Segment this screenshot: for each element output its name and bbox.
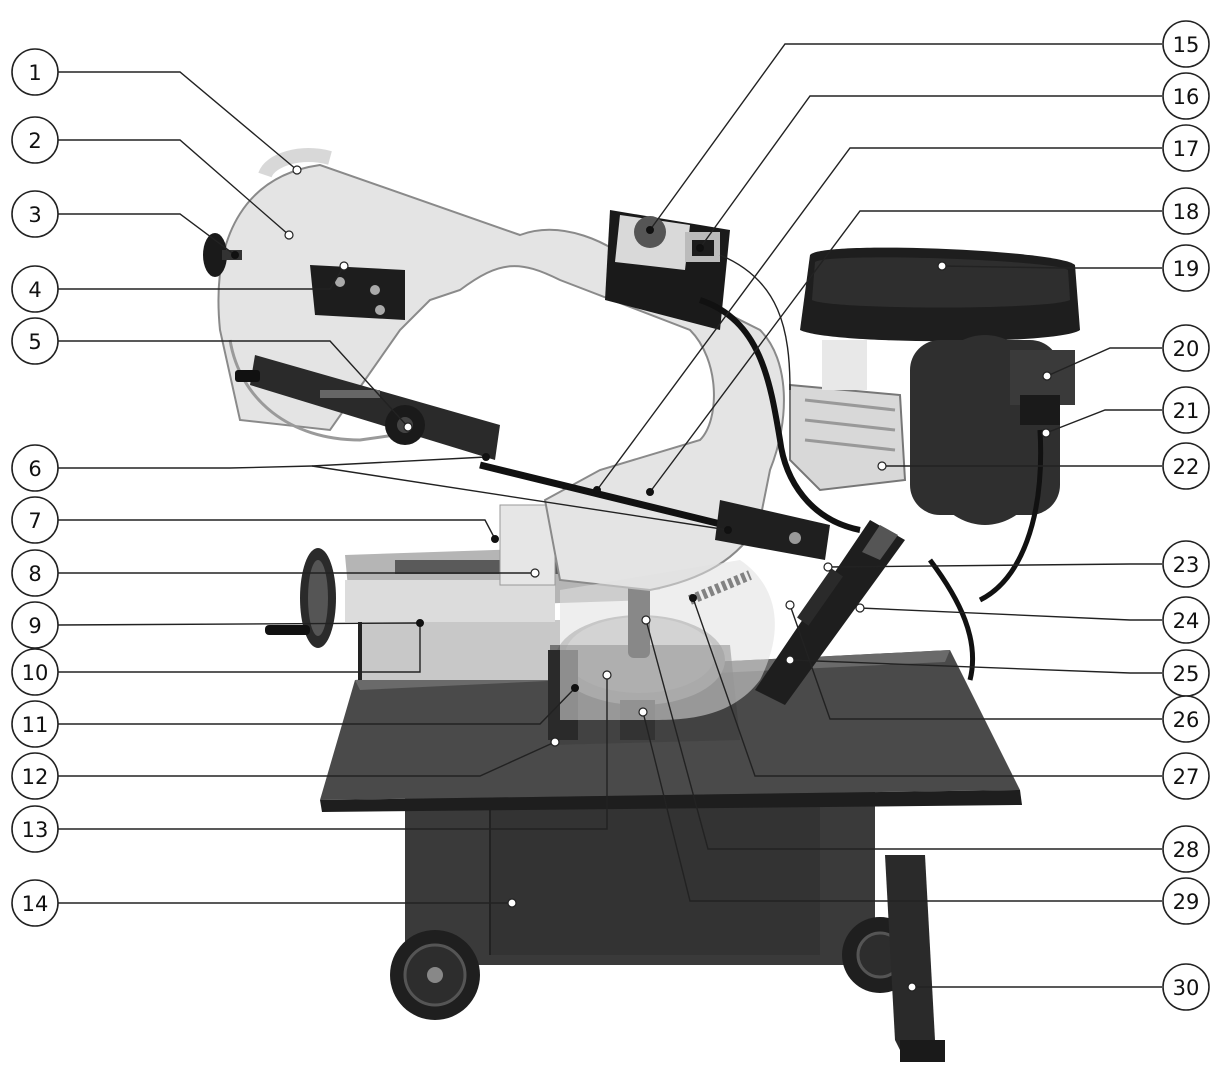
callout-25: 25 — [1162, 649, 1210, 697]
svg-text:4: 4 — [28, 278, 41, 302]
svg-text:13: 13 — [22, 818, 49, 842]
callout-22: 22 — [1162, 442, 1210, 490]
callout-30: 30 — [1162, 963, 1210, 1011]
callout-9: 9 — [11, 601, 59, 649]
callout-20: 20 — [1162, 324, 1210, 372]
svg-text:7: 7 — [28, 509, 41, 533]
callout-4: 4 — [11, 265, 59, 313]
callout-26: 26 — [1162, 695, 1210, 743]
svg-text:2: 2 — [28, 129, 41, 153]
callout-11: 11 — [11, 700, 59, 748]
svg-text:1: 1 — [28, 61, 41, 85]
gearbox — [789, 383, 907, 492]
svg-text:5: 5 — [28, 330, 41, 354]
callout-18: 18 — [1162, 187, 1210, 235]
callout-27: 27 — [1162, 752, 1210, 800]
callout-6: 6 — [11, 444, 59, 492]
svg-text:29: 29 — [1173, 890, 1200, 914]
callout-29: 29 — [1162, 877, 1210, 925]
svg-text:20: 20 — [1173, 337, 1200, 361]
vise-handwheel — [265, 548, 336, 648]
svg-text:28: 28 — [1173, 838, 1200, 862]
svg-text:14: 14 — [22, 892, 49, 916]
svg-text:25: 25 — [1173, 662, 1200, 686]
callout-23: 23 — [1162, 540, 1210, 588]
svg-text:22: 22 — [1173, 455, 1200, 479]
callout-12: 12 — [11, 752, 59, 800]
callouts-right: 15 16 17 18 19 20 21 22 23 24 25 26 27 2… — [1162, 20, 1210, 1011]
svg-text:19: 19 — [1173, 257, 1200, 281]
svg-text:8: 8 — [28, 562, 41, 586]
svg-text:15: 15 — [1173, 33, 1200, 57]
saw-blade — [479, 461, 746, 534]
svg-text:9: 9 — [28, 614, 41, 638]
svg-text:10: 10 — [22, 661, 49, 685]
callout-3: 3 — [11, 190, 59, 238]
cabinet-door-panel — [490, 805, 820, 955]
callout-1: 1 — [11, 48, 59, 96]
svg-text:27: 27 — [1173, 765, 1200, 789]
bandsaw-machine-illustration — [203, 148, 1080, 1062]
svg-text:24: 24 — [1173, 609, 1200, 633]
callout-14: 14 — [11, 879, 59, 927]
svg-text:17: 17 — [1173, 137, 1200, 161]
leader-lines — [57, 43, 1162, 988]
callout-13: 13 — [11, 805, 59, 853]
motor — [910, 335, 1075, 525]
callout-7: 7 — [11, 496, 59, 544]
callouts-left: 1 2 3 4 5 6 7 8 9 10 11 12 13 14 — [11, 48, 59, 927]
callout-17: 17 — [1162, 124, 1210, 172]
leader-dots — [231, 165, 1052, 992]
svg-text:6: 6 — [28, 457, 41, 481]
switch-box — [605, 210, 730, 330]
svg-text:12: 12 — [22, 765, 49, 789]
svg-text:18: 18 — [1173, 200, 1200, 224]
svg-text:16: 16 — [1173, 85, 1200, 109]
callout-16: 16 — [1162, 72, 1210, 120]
callout-24: 24 — [1162, 596, 1210, 644]
svg-text:23: 23 — [1173, 553, 1200, 577]
callout-21: 21 — [1162, 386, 1210, 434]
svg-text:30: 30 — [1173, 976, 1200, 1000]
svg-text:26: 26 — [1173, 708, 1200, 732]
callout-10: 10 — [11, 648, 59, 696]
svg-text:3: 3 — [28, 203, 41, 227]
callout-5: 5 — [11, 317, 59, 365]
callout-15: 15 — [1162, 20, 1210, 68]
callout-2: 2 — [11, 116, 59, 164]
svg-text:11: 11 — [22, 713, 49, 737]
callout-19: 19 — [1162, 244, 1210, 292]
support-leg — [885, 855, 945, 1062]
left-wheel — [390, 930, 480, 1020]
callout-8: 8 — [11, 549, 59, 597]
svg-text:21: 21 — [1173, 399, 1200, 423]
belt-cover — [800, 247, 1080, 342]
callout-28: 28 — [1162, 825, 1210, 873]
